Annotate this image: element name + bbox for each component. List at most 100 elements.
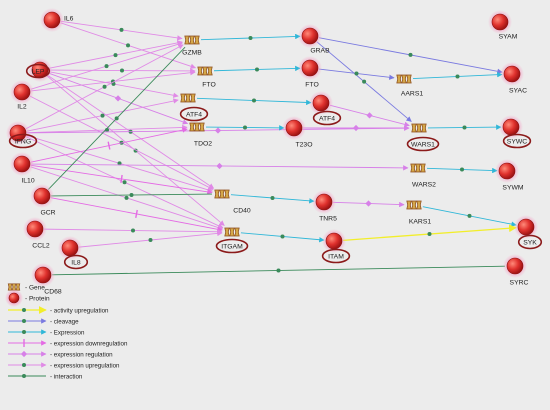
protein-icon xyxy=(312,94,330,112)
edge-CCL2-ITGAM xyxy=(43,228,223,235)
node-label: LEP xyxy=(32,69,45,76)
node-label: SYAC xyxy=(509,88,527,95)
protein-icon xyxy=(301,27,319,45)
node-sywc: SYWC xyxy=(499,115,532,149)
edge-mark xyxy=(100,113,105,118)
node-label: TDO2 xyxy=(194,141,212,148)
edge-WARS1-SYWC xyxy=(427,124,502,130)
node-label: CD68 xyxy=(44,289,62,296)
edge-LEP-TDO2 xyxy=(48,72,189,125)
node-label: GCR xyxy=(40,210,55,217)
highlight-ring xyxy=(25,63,51,79)
protein-icon xyxy=(325,232,343,250)
legend-item-upregulation: - expression upregulation xyxy=(8,362,120,369)
protein-icon xyxy=(43,11,61,29)
edge-IFNG-ATF4_g xyxy=(26,98,179,132)
legend-item-expression: - Expression xyxy=(8,329,85,336)
edge-CD68-SYRC xyxy=(51,265,506,276)
node-label: ATF4 xyxy=(319,116,335,123)
gene-icon xyxy=(184,35,200,45)
edge-mark xyxy=(117,161,122,166)
edge-IFNG-WARS1 xyxy=(26,125,410,134)
edge-IL10-ITGAM xyxy=(30,166,224,230)
legend-item-regulation: - expression regulation xyxy=(8,350,113,358)
edge-mark xyxy=(119,27,124,32)
edge-GRAB-WARS1 xyxy=(316,41,412,122)
legend-label: - interaction xyxy=(50,373,83,380)
edge-GCR-CD40 xyxy=(50,193,213,198)
protein-icon xyxy=(517,218,535,236)
node-il8: IL8 xyxy=(58,236,89,270)
node-atf4-p: ATF4 xyxy=(309,91,342,126)
protein-icon xyxy=(13,155,31,173)
node-syac: SYAC xyxy=(500,62,527,95)
edge-IL10-WARS2 xyxy=(30,162,409,171)
edge-KARS1-SYK xyxy=(422,206,517,227)
edge-mark xyxy=(148,238,153,243)
edge-mark xyxy=(455,74,460,79)
legend-label: - expression downregulation xyxy=(50,340,128,347)
node-t23o: T23O xyxy=(282,116,313,149)
edge-mark xyxy=(22,308,26,312)
edge-mark xyxy=(354,71,359,76)
legend-label: - activity upregulation xyxy=(50,307,109,314)
highlight-ring xyxy=(179,106,209,122)
node-aars1: AARS1 xyxy=(396,74,424,98)
highlight-ring xyxy=(312,110,342,126)
highlight-ring xyxy=(8,133,38,149)
node-label: SYWC xyxy=(507,139,527,146)
node-syam: SYAM xyxy=(488,10,518,41)
edge-mark xyxy=(129,193,134,198)
node-label: FTO xyxy=(305,82,318,89)
edge-mark xyxy=(122,180,127,185)
edge-ATF4_g-ATF4_p xyxy=(196,97,312,106)
node-syk: SYK xyxy=(514,215,543,250)
node-itgam: ITGAM xyxy=(215,227,249,254)
edge-mark xyxy=(114,95,122,102)
edge-ITAM-SYK xyxy=(342,224,517,241)
gene-icon xyxy=(214,189,230,199)
edge-mark xyxy=(216,162,223,170)
node-label: AARS1 xyxy=(401,91,424,98)
protein-icon xyxy=(26,220,44,238)
edge-GCR-ITGAM xyxy=(50,197,223,232)
edge-mark xyxy=(467,213,472,218)
node-label: TNR5 xyxy=(319,216,337,223)
gene-icon xyxy=(396,74,412,84)
protein-icon xyxy=(502,118,520,136)
node-il6: IL6 xyxy=(40,8,74,32)
edge-IL8-ITGAM xyxy=(78,230,223,248)
highlight-ring xyxy=(321,248,351,264)
node-label: IFNG xyxy=(15,139,31,146)
edge-ITGAM-ITAM xyxy=(240,232,325,243)
node-lep: LEP xyxy=(25,58,52,82)
node-atf4-g: ATF4 xyxy=(179,93,209,122)
node-itam: ITAM xyxy=(321,229,351,264)
legend-label: - Protein xyxy=(25,296,50,303)
node-label: ATF4 xyxy=(186,112,202,119)
node-ifng: IFNG xyxy=(6,121,38,149)
gene-icon xyxy=(180,93,196,103)
edge-IL10-TDO2 xyxy=(30,127,188,163)
legend-item-interaction: - interaction xyxy=(8,373,83,380)
edge-mark xyxy=(20,350,28,358)
highlight-ring xyxy=(63,254,89,270)
node-label: SYAM xyxy=(499,34,518,41)
node-gcr: GCR xyxy=(30,184,56,217)
edge-mark xyxy=(366,112,373,119)
node-label: SYRC xyxy=(510,280,529,287)
edge-mark xyxy=(243,125,248,130)
gene-icon xyxy=(411,123,427,133)
edge-mark xyxy=(270,195,275,200)
node-gzmb: GZMB xyxy=(182,35,202,57)
node-fto-p: FTO xyxy=(298,56,322,89)
edge-mark xyxy=(365,200,372,207)
protein-icon xyxy=(34,266,52,284)
edge-mark xyxy=(214,127,222,134)
edge-GCR-GZMB xyxy=(47,46,186,190)
edge-mark xyxy=(22,363,26,367)
legend-item-cleavage: - cleavage xyxy=(8,318,79,325)
edge-mark xyxy=(120,68,125,73)
legend-label: - Gene xyxy=(25,285,45,292)
